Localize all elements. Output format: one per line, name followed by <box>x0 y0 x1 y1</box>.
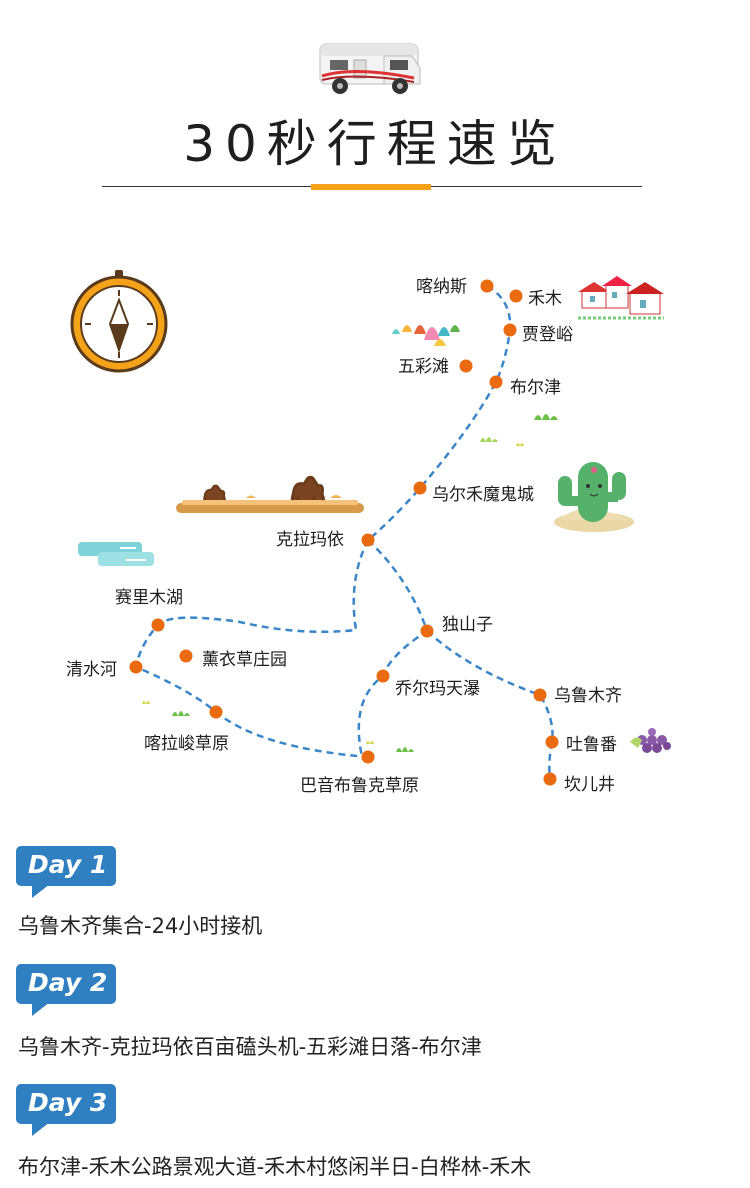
stop-dot-burqin <box>489 375 503 389</box>
stop-label-wuerhe: 乌尔禾魔鬼城 <box>432 485 534 505</box>
day-3-badge-label: Day 3 <box>28 1088 108 1117</box>
stop-label-bayanbulak: 巴音布鲁克草原 <box>300 776 419 796</box>
day-1-badge: Day 1 <box>16 846 116 898</box>
stop-dot-karamay <box>361 533 375 547</box>
stop-dot-hemu <box>509 289 523 303</box>
stop-dot-sayram <box>151 618 165 632</box>
stop-dot-bayanbulak <box>361 750 375 764</box>
stop-dot-dushanzi <box>420 624 434 638</box>
stop-label-kalajun: 喀拉峻草原 <box>144 734 229 754</box>
stop-dot-lavender <box>179 649 193 663</box>
lake-water-icon <box>78 542 154 566</box>
stop-label-qiaoerma: 乔尔玛天瀑 <box>395 679 480 699</box>
stop-label-lavender: 薰衣草庄园 <box>202 650 287 670</box>
camel-desert-icon <box>176 475 364 513</box>
stop-dot-wucaitan <box>459 359 473 373</box>
route-map: 喀纳斯禾木贾登峪五彩滩布尔津乌尔禾魔鬼城克拉玛依赛里木湖薰衣草庄园清水河喀拉峻草… <box>66 270 671 796</box>
stop-label-sayram: 赛里木湖 <box>115 587 183 608</box>
cactus-icon <box>554 462 634 532</box>
route-lines <box>134 284 554 780</box>
page-title: 30秒行程速览 <box>183 115 567 173</box>
stop-label-urumqi: 乌鲁木齐 <box>554 686 622 706</box>
stop-label-wucaitan: 五彩滩 <box>398 357 449 377</box>
stop-dot-kanas <box>480 279 494 293</box>
stop-dot-turpan <box>545 735 559 749</box>
stop-dot-jiadengyu <box>503 323 517 337</box>
day-3-badge: Day 3 <box>16 1084 116 1136</box>
stop-label-qingshuihe: 清水河 <box>66 660 117 680</box>
stop-label-hemu: 禾木 <box>528 289 562 309</box>
stop-dot-qingshuihe <box>129 660 143 674</box>
stop-dot-kalajun <box>209 705 223 719</box>
day-2-description: 乌鲁木齐-克拉玛依百亩磕头机-五彩滩日落-布尔津 <box>18 1035 482 1059</box>
stop-label-burqin: 布尔津 <box>510 378 561 398</box>
compass-icon <box>70 270 168 373</box>
stop-label-karamay: 克拉玛依 <box>276 530 344 550</box>
stop-dot-qiaoerma <box>376 669 390 683</box>
grass-tuft-icon <box>142 414 558 752</box>
route-stops: 喀纳斯禾木贾登峪五彩滩布尔津乌尔禾魔鬼城克拉玛依赛里木湖薰衣草庄园清水河喀拉峻草… <box>66 277 622 796</box>
stop-dot-urumqi <box>533 688 547 702</box>
stop-dot-karez <box>543 772 557 786</box>
stop-label-turpan: 吐鲁番 <box>566 735 617 755</box>
village-houses-icon <box>578 276 664 320</box>
colorful-trees-icon <box>392 325 460 346</box>
title-accent-bar <box>311 184 431 190</box>
stop-dot-wuerhe <box>413 481 427 495</box>
day-2-badge-label: Day 2 <box>28 968 108 997</box>
stop-label-kanas: 喀纳斯 <box>416 277 467 297</box>
stop-label-dushanzi: 独山子 <box>442 615 493 635</box>
stop-label-karez: 坎儿井 <box>564 775 615 795</box>
day-2-badge: Day 2 <box>16 964 116 1016</box>
day-1-badge-label: Day 1 <box>28 850 108 879</box>
stop-label-jiadengyu: 贾登峪 <box>522 325 573 345</box>
grapes-icon <box>630 728 671 753</box>
day-3-description: 布尔津-禾木公路景观大道-禾木村悠闲半日-白桦林-禾木 <box>18 1155 532 1179</box>
rv-camper-icon <box>319 43 421 94</box>
day-1-description: 乌鲁木齐集合-24小时接机 <box>18 914 263 938</box>
